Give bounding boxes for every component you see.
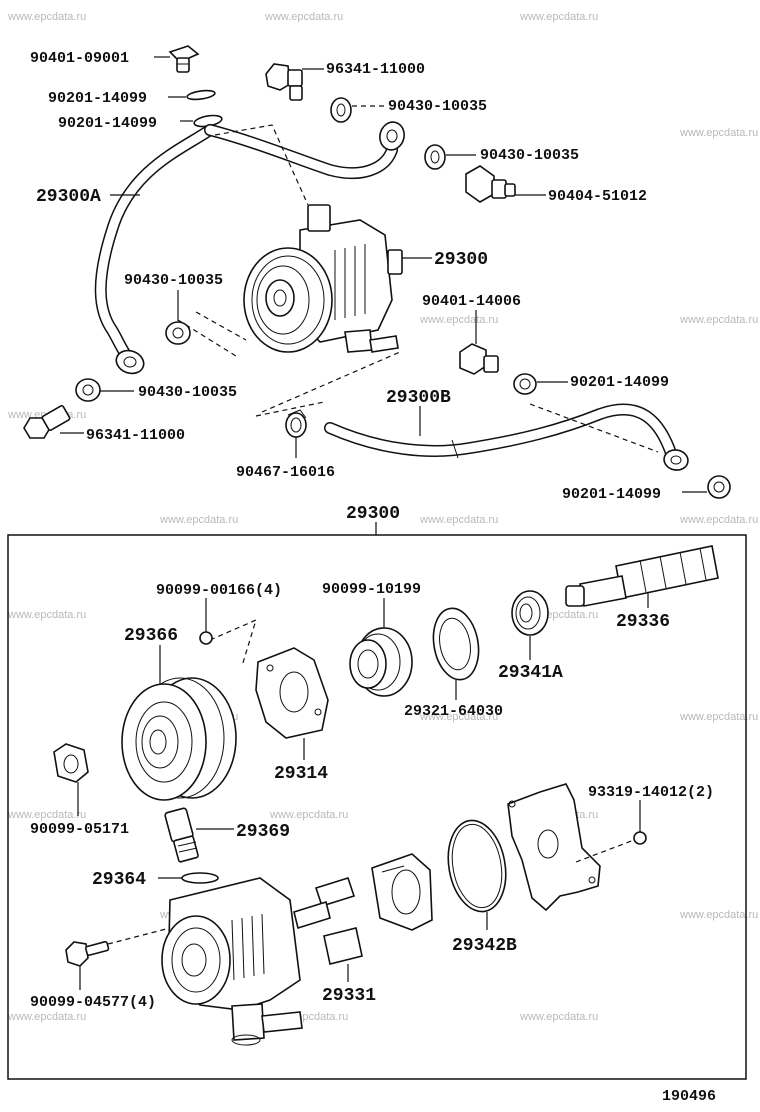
pulley-29366	[121, 677, 237, 801]
watermark: www.epcdata.ru	[7, 1011, 86, 1023]
gasket-90201-14099-c	[513, 373, 537, 395]
watermark: www.epcdata.ru	[269, 809, 348, 821]
label-90201-14099-d: 90201-14099	[562, 486, 661, 503]
vanes-29331	[293, 877, 363, 965]
label-29300-pump: 29300	[434, 250, 488, 270]
label-90201-14099-a: 90201-14099	[48, 90, 147, 107]
watermark: www.epcdata.ru	[7, 11, 86, 23]
bearing-90099-10199	[349, 627, 413, 697]
gasket-90201-14099-d	[707, 475, 731, 499]
rear-plate	[507, 783, 601, 912]
hose-29300A	[94, 121, 405, 375]
label-96341-11000-lower: 96341-11000	[86, 427, 185, 444]
watermark: www.epcdata.ru	[159, 514, 238, 526]
label-29331: 29331	[322, 986, 376, 1006]
label-29341A: 29341A	[498, 663, 563, 683]
label-29314: 29314	[274, 764, 328, 784]
label-90201-14099-c: 90201-14099	[570, 374, 669, 391]
part-labels: 90401-09001 96341-11000 90201-14099 9043…	[30, 50, 716, 1105]
label-90430-10035-top: 90430-10035	[388, 98, 487, 115]
label-90467-16016: 90467-16016	[236, 464, 335, 481]
bolt-90099-04577	[65, 940, 110, 967]
label-90404-51012: 90404-51012	[548, 188, 647, 205]
watermark: www.epcdata.ru	[419, 514, 498, 526]
bolt-96341-11000-lower	[23, 405, 71, 439]
label-29300B: 29300B	[386, 388, 451, 408]
label-90430-10035-mid: 90430-10035	[124, 272, 223, 289]
hose-29300B	[324, 403, 689, 471]
label-29300A: 29300A	[36, 187, 101, 207]
o-ring-29342B	[447, 819, 507, 913]
label-29300-group: 29300	[346, 504, 400, 524]
label-90401-09001: 90401-09001	[30, 50, 129, 67]
clamp-90467-16016	[285, 409, 307, 438]
label-90099-05171: 90099-05171	[30, 821, 129, 838]
bolt-96341-11000-top	[265, 63, 303, 101]
bolt-93319-14012	[633, 831, 647, 845]
shaft-29336	[565, 545, 719, 607]
watermarks: www.epcdata.ru www.epcdata.ru www.epcdat…	[7, 11, 758, 1023]
watermark: www.epcdata.ru	[419, 711, 498, 723]
watermark: www.epcdata.ru	[679, 711, 758, 723]
washer-90430-10035-top	[330, 97, 352, 123]
washer-90430-10035-right	[424, 144, 446, 170]
label-29336: 29336	[616, 612, 670, 632]
oil-seal-29341A	[511, 590, 549, 636]
o-ring-29364	[181, 872, 219, 884]
label-29321-64030: 29321-64030	[404, 703, 503, 720]
upper-assembly	[23, 45, 731, 499]
pump-housing	[161, 877, 303, 1046]
label-90430-10035-right: 90430-10035	[480, 147, 579, 164]
fitting-29369	[164, 807, 199, 863]
watermark: www.epcdata.ru	[7, 809, 86, 821]
cam-ring	[371, 853, 433, 931]
label-29342B: 29342B	[452, 936, 517, 956]
label-90099-00166: 90099-00166(4)	[156, 582, 282, 599]
watermark: www.epcdata.ru	[264, 11, 343, 23]
label-29364: 29364	[92, 870, 146, 890]
label-29366: 29366	[124, 626, 178, 646]
label-90099-10199: 90099-10199	[322, 581, 421, 598]
vane-pump-29300	[243, 204, 403, 353]
watermark: www.epcdata.ru	[679, 127, 758, 139]
watermark: www.epcdata.ru	[679, 314, 758, 326]
washer-90430-10035-lower	[75, 378, 101, 402]
watermark: www.epcdata.ru	[519, 1011, 598, 1023]
gasket-90201-14099-a	[186, 89, 216, 101]
label-90099-04577: 90099-04577(4)	[30, 994, 156, 1011]
label-93319-14012: 93319-14012(2)	[588, 784, 714, 801]
union-90404-51012	[465, 165, 516, 203]
label-96341-11000-top: 96341-11000	[326, 61, 425, 78]
exploded-view-frame	[7, 534, 747, 1080]
plate-29314	[255, 647, 329, 739]
bolt-90401-09001	[168, 45, 200, 73]
watermark: www.epcdata.ru	[679, 514, 758, 526]
watermark: www.epcdata.ru	[519, 11, 598, 23]
nut-90099-05171	[53, 743, 89, 783]
label-90430-10035-lower: 90430-10035	[138, 384, 237, 401]
watermark: www.epcdata.ru	[679, 909, 758, 921]
exploded-view	[53, 545, 719, 1046]
label-29369: 29369	[236, 822, 290, 842]
washer-29321-64030	[432, 607, 480, 681]
watermark: www.epcdata.ru	[419, 314, 498, 326]
washer-90430-10035-mid	[165, 321, 191, 345]
watermark: www.epcdata.ru	[7, 609, 86, 621]
label-90401-14006: 90401-14006	[422, 293, 521, 310]
bolt-90401-14006	[459, 343, 499, 375]
diagram-code: 190496	[662, 1088, 716, 1105]
nut-90099-00166	[199, 631, 213, 645]
label-90201-14099-b: 90201-14099	[58, 115, 157, 132]
